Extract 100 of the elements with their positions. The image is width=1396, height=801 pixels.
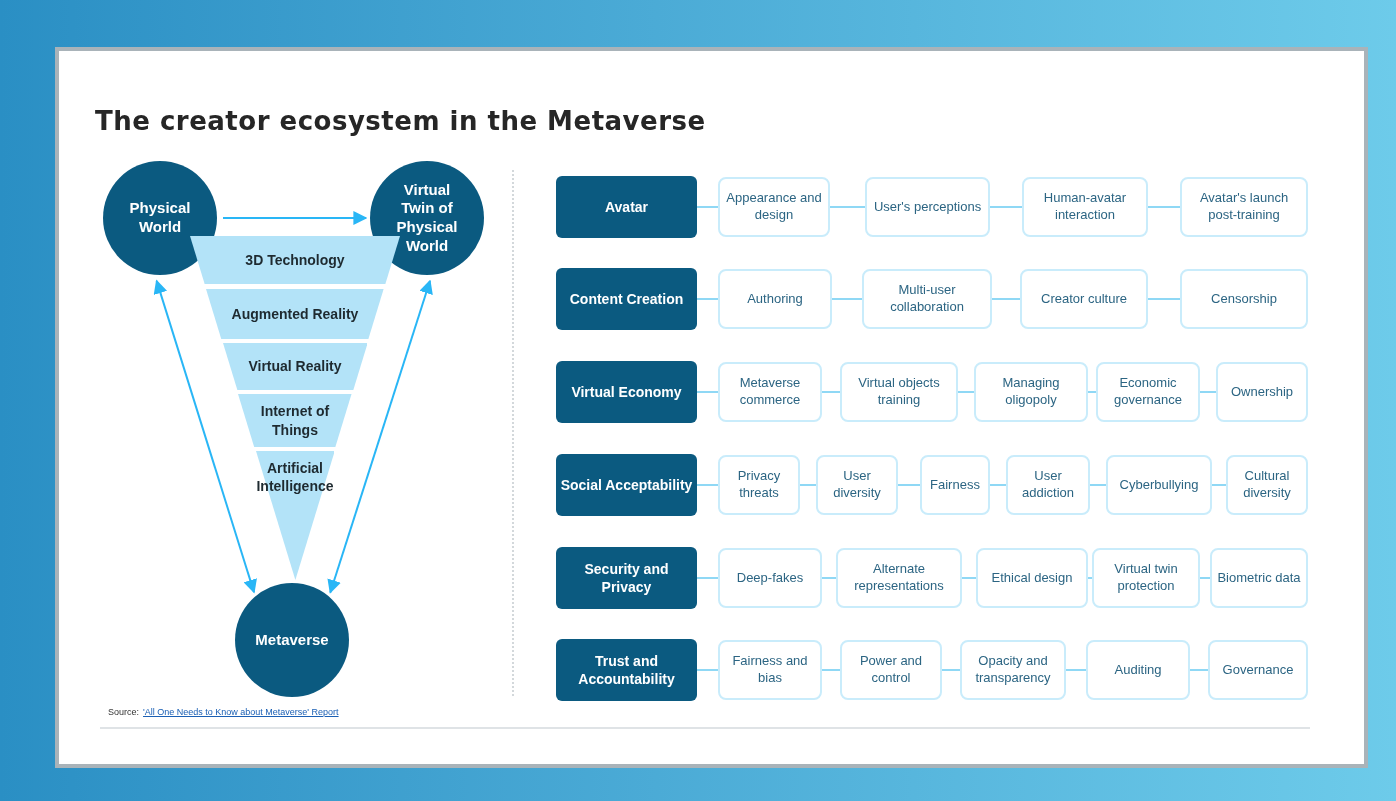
connector-line	[941, 669, 961, 671]
node-label: User's perceptions	[873, 198, 982, 216]
title: The creator ecosystem in the Metaverse	[95, 105, 706, 138]
node-label: Virtual Reality	[248, 357, 342, 376]
topic-box	[1208, 640, 1308, 700]
connector-line	[1199, 577, 1211, 579]
node-label: Economic governance	[1113, 375, 1183, 409]
node-label: Privacy threats	[736, 468, 782, 502]
connector-line	[1189, 669, 1209, 671]
category-box	[556, 268, 697, 330]
topic-box	[718, 269, 832, 329]
node-label: Deep-fakes	[736, 569, 804, 587]
topic-box	[862, 269, 992, 329]
node-label: Ethical design	[991, 569, 1073, 587]
connector-line	[821, 391, 841, 393]
arrow	[222, 211, 368, 225]
topic-box	[840, 362, 958, 422]
node-label: Opacity and transparency	[974, 653, 1052, 687]
node-label: Security and Privacy	[583, 559, 670, 597]
node-label: Managing oligopoly	[1001, 375, 1061, 409]
topic-box	[1092, 548, 1200, 608]
node-label: Cultural diversity	[1242, 468, 1292, 502]
node-label: Ownership	[1230, 383, 1294, 401]
topic-box	[920, 455, 990, 515]
connector-line	[1147, 206, 1181, 208]
connector-line	[1087, 391, 1097, 393]
topic-box	[718, 362, 822, 422]
connector-line	[1087, 577, 1093, 579]
source-label: Source:	[108, 706, 140, 719]
category-box	[556, 547, 697, 609]
node-label: Biometric data	[1217, 569, 1301, 587]
connector-line	[1065, 669, 1087, 671]
topic-box	[718, 548, 822, 608]
funnel-layer	[255, 451, 335, 580]
connector-line	[696, 391, 719, 393]
node-label: 3D Technology	[245, 250, 345, 270]
funnel-layer	[190, 236, 400, 284]
topic-box	[976, 548, 1088, 608]
node-label: Alternate representations	[853, 561, 945, 595]
node-label: Cyberbullying	[1119, 476, 1199, 494]
node-label: Metaverse commerce	[738, 375, 802, 409]
topic-box	[1096, 362, 1200, 422]
connector-line	[696, 669, 719, 671]
node-label: Avatar	[604, 197, 649, 217]
node-label: Creator culture	[1041, 290, 1127, 308]
node-label: Artificial Intelligence	[255, 459, 335, 496]
topic-box	[865, 177, 990, 237]
connector-line	[831, 298, 863, 300]
node-label: Avatar's launch post-training	[1198, 190, 1290, 224]
funnel-layer	[238, 394, 352, 447]
topic-box	[1180, 269, 1308, 329]
connector-line	[961, 577, 977, 579]
node-label: Censorship	[1211, 290, 1277, 308]
node-label: Trust and Accountability	[577, 651, 676, 689]
topic-box	[1022, 177, 1148, 237]
topic-box	[1020, 269, 1148, 329]
node-label: Multi-user collaboration	[889, 282, 965, 316]
funnel-layer	[206, 289, 384, 339]
topic-box	[718, 640, 822, 700]
node-label: Metaverse	[255, 630, 329, 650]
node-label: Fairness and bias	[731, 653, 809, 687]
topic-box	[816, 455, 898, 515]
connector-line	[1211, 484, 1227, 486]
topic-box	[960, 640, 1066, 700]
connector-line	[991, 298, 1021, 300]
connector-line	[1147, 298, 1181, 300]
category-box	[556, 361, 697, 423]
connector-line	[799, 484, 817, 486]
connector-line	[1089, 484, 1107, 486]
topic-box	[836, 548, 962, 608]
connector-line	[989, 206, 1023, 208]
node-label: Authoring	[747, 290, 803, 308]
node-label: Governance	[1222, 661, 1294, 679]
topic-box	[840, 640, 942, 700]
connector-line	[821, 577, 837, 579]
topic-box	[1086, 640, 1190, 700]
arrow	[327, 279, 433, 594]
category-box	[556, 454, 697, 516]
topic-box	[718, 177, 830, 237]
connector-line	[696, 484, 719, 486]
node-label: Content Creation	[569, 289, 684, 309]
arrow	[153, 279, 257, 594]
funnel-layer	[222, 343, 368, 390]
node-label: User diversity	[832, 468, 882, 502]
node-label: Virtual objects training	[857, 375, 941, 409]
topic-box	[1210, 548, 1308, 608]
node-label: Internet of Things	[259, 402, 331, 439]
node-label: Social Acceptability	[560, 475, 693, 495]
category-box	[556, 176, 697, 238]
node-label: Physical World	[128, 199, 192, 237]
category-box	[556, 639, 697, 701]
source-link: 'All One Needs to Know about Metaverse' Report	[143, 706, 339, 719]
node-label: Appearance and design	[725, 190, 823, 224]
node-label: Virtual twin protection	[1113, 561, 1179, 595]
connector-line	[696, 206, 719, 208]
node-label: Auditing	[1114, 661, 1162, 679]
topic-box	[1180, 177, 1308, 237]
topic-box	[1006, 455, 1090, 515]
node-label: Augmented Reality	[231, 304, 359, 324]
topic-box	[1106, 455, 1212, 515]
